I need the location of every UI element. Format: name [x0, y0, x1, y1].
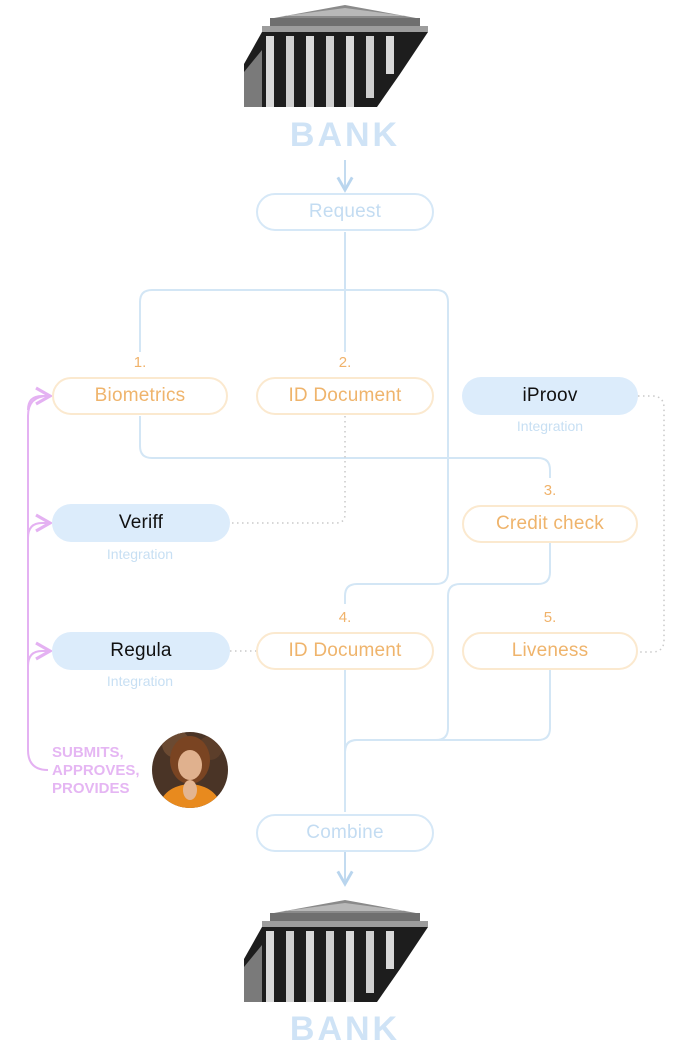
integration-regula-sub: Integration	[106, 673, 174, 689]
request-node: Request	[256, 193, 434, 231]
integration-regula: Regula	[52, 632, 230, 670]
bank-top-label: BANK	[289, 116, 401, 154]
integration-iproov-sub: Integration	[516, 418, 584, 434]
step-number-1: 1.	[133, 354, 147, 371]
step-id-document-2: ID Document	[256, 632, 434, 670]
edge-to-id-document-2	[344, 289, 449, 604]
step-number-3: 3.	[543, 482, 557, 499]
step-credit-check: Credit check	[462, 505, 638, 543]
step-number-2: 2.	[338, 354, 352, 371]
edge-id-veriff-dotted	[232, 416, 346, 524]
arrow-to-biometrics	[27, 386, 54, 411]
actor-line-3: PROVIDES	[52, 780, 130, 797]
step-number-5: 5.	[543, 609, 557, 626]
step-id-document-1: ID Document	[256, 377, 434, 415]
arrow-to-veriff	[27, 513, 54, 539]
actor-label: SUBMITS, APPROVES, PROVIDES	[52, 744, 140, 798]
edge-biometrics-credit	[139, 416, 551, 478]
edge-to-biometrics	[139, 289, 345, 352]
integration-veriff-sub: Integration	[106, 546, 174, 562]
combine-node: Combine	[256, 814, 434, 852]
step-biometrics: Biometrics	[52, 377, 228, 415]
step-number-4: 4.	[338, 609, 352, 626]
integration-veriff: Veriff	[52, 504, 230, 542]
bank-bottom-label: BANK	[289, 1010, 401, 1048]
actor-line-1: SUBMITS,	[52, 744, 124, 761]
step-liveness: Liveness	[462, 632, 638, 670]
arrow-to-regula	[27, 641, 54, 667]
edge-liveness-join	[344, 670, 551, 753]
actor-line-2: APPROVES,	[52, 762, 140, 779]
integration-iproov: iProov	[462, 377, 638, 415]
